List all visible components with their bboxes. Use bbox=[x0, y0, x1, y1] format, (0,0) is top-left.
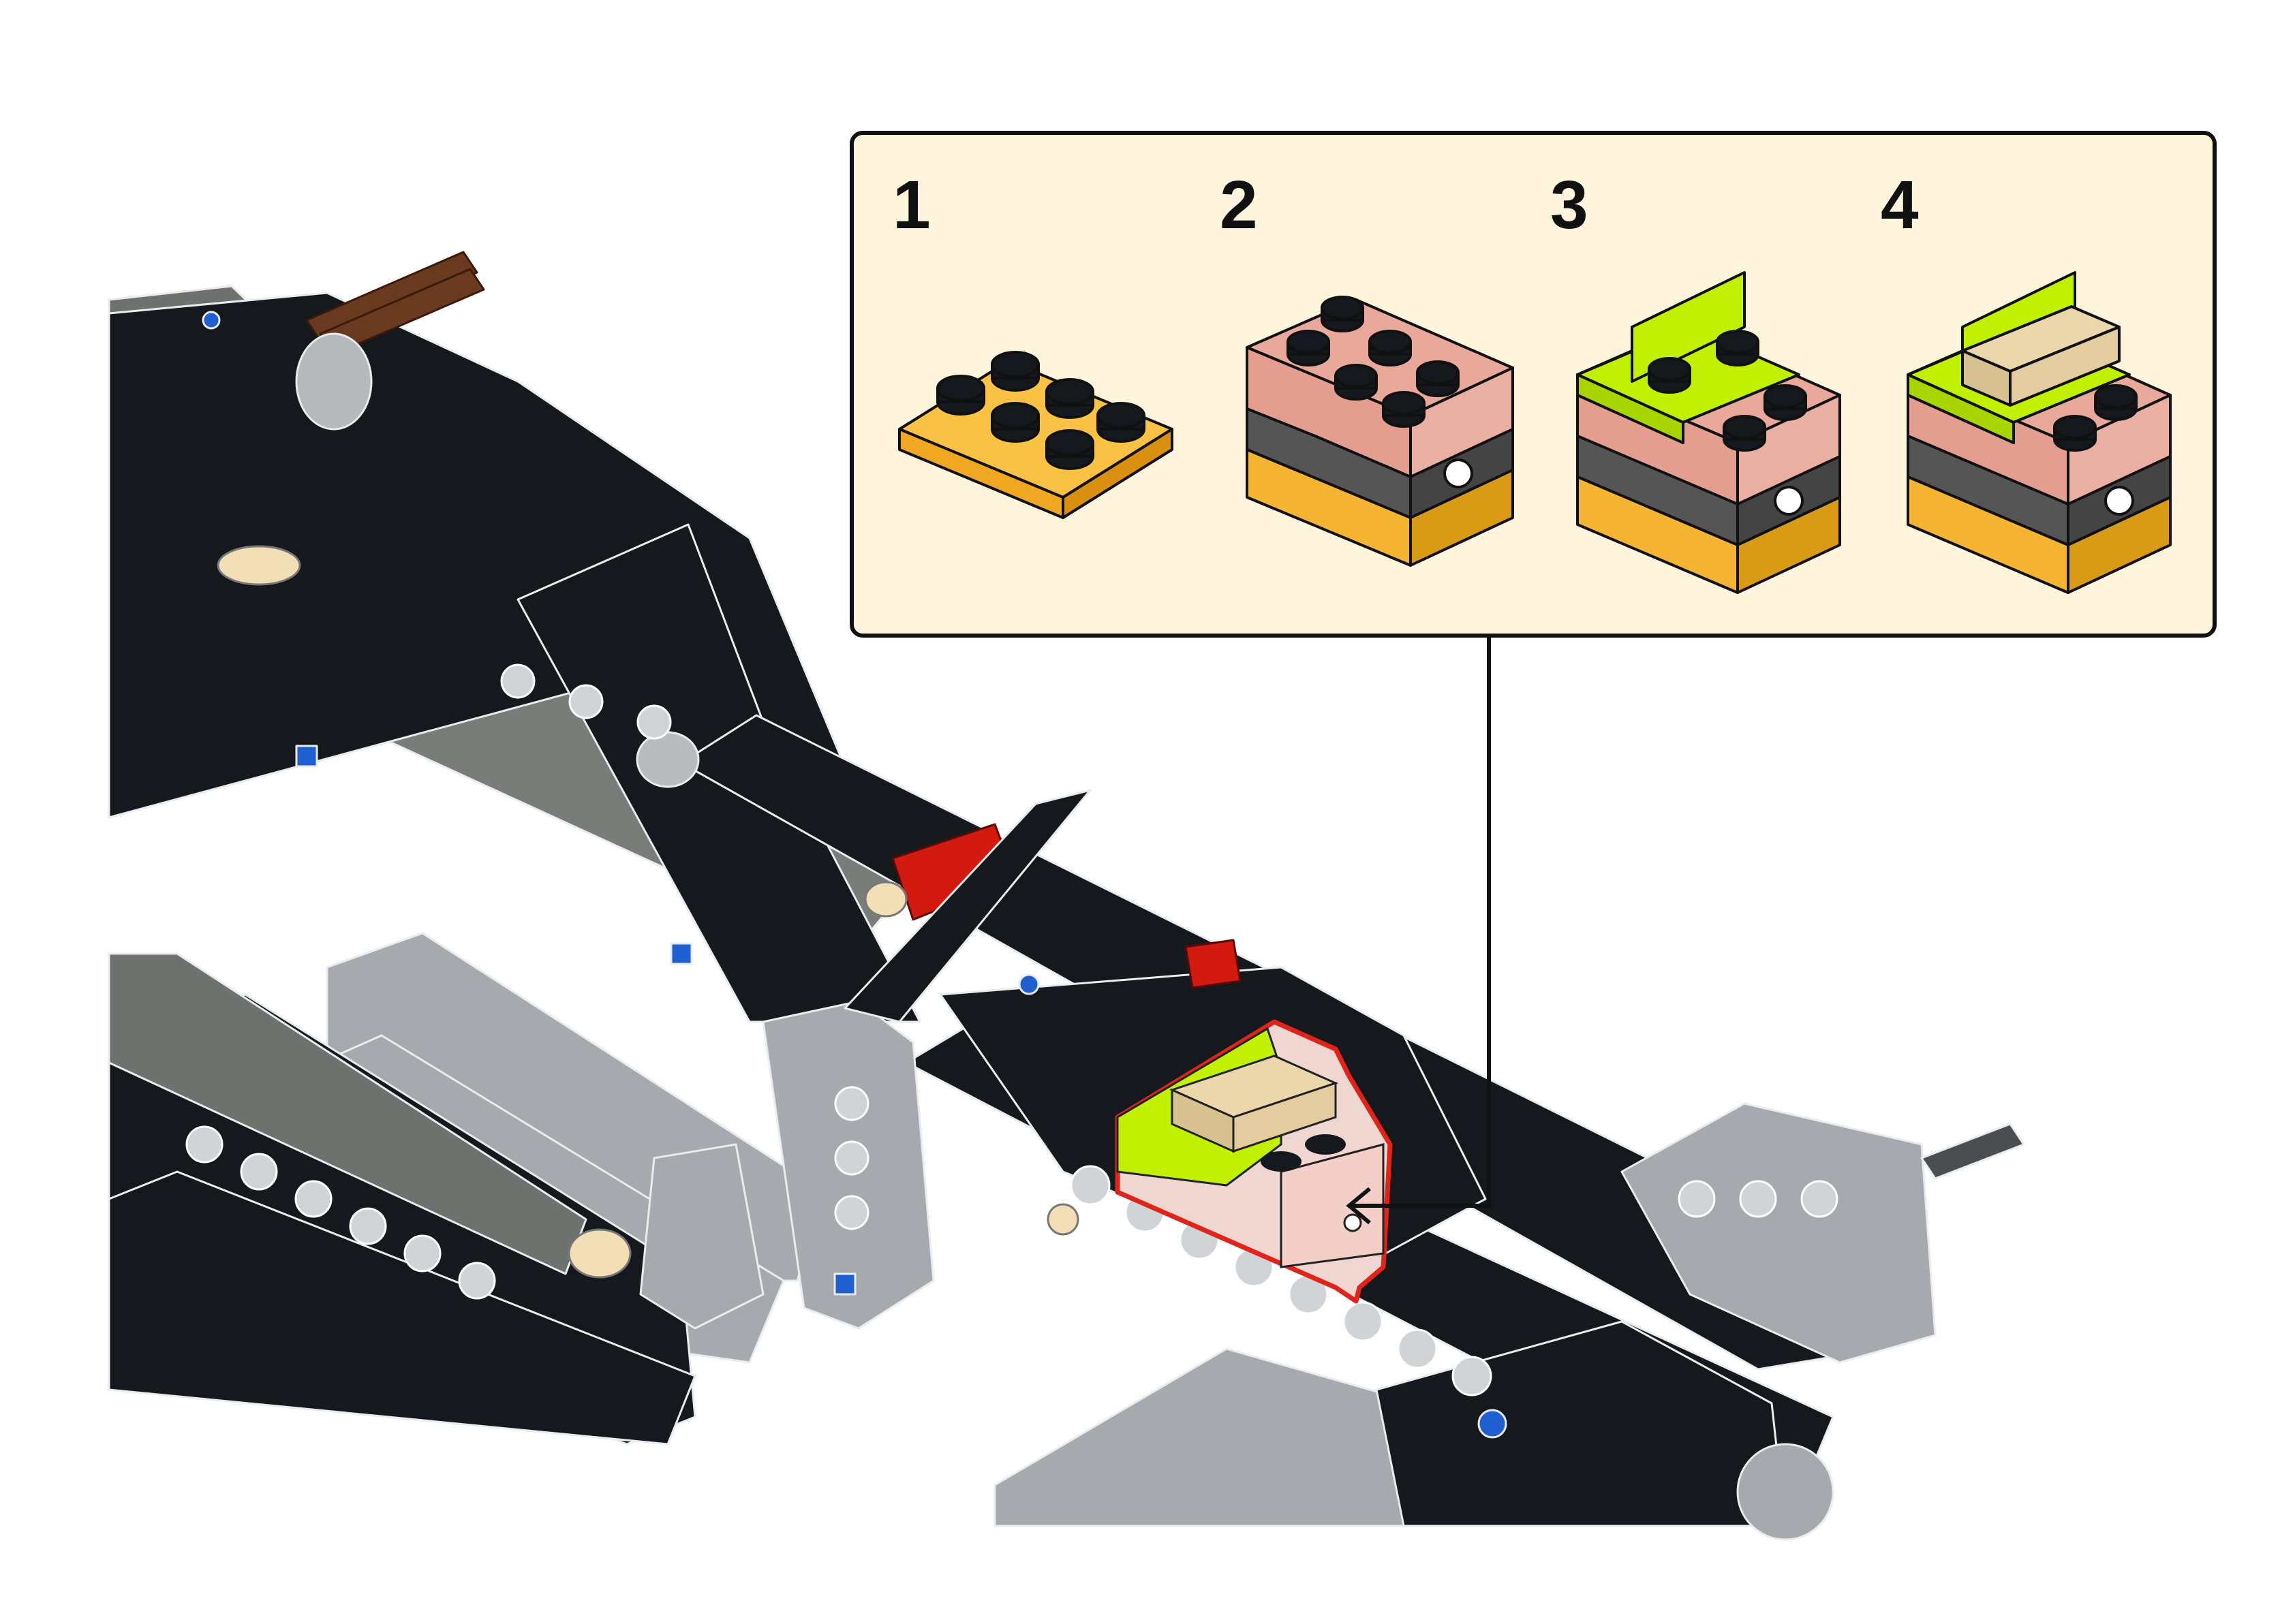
tan-pin-2 bbox=[568, 1228, 632, 1279]
step-number-1: 1 bbox=[893, 167, 931, 243]
highlighted-subassembly bbox=[1115, 1019, 1393, 1304]
step-number-3: 3 bbox=[1550, 167, 1588, 243]
black-bent-liftarm bbox=[844, 789, 1092, 1023]
lower-black-beam-left-2 bbox=[108, 1170, 696, 1446]
callout-pointer bbox=[1346, 637, 1491, 1225]
gray-connector bbox=[636, 731, 700, 788]
highlight-stud-1 bbox=[1261, 1151, 1301, 1172]
gray-pin-top bbox=[295, 332, 373, 431]
callout-pointer-line bbox=[1349, 637, 1491, 1208]
gear bbox=[1736, 1443, 1834, 1541]
callout-frame bbox=[850, 131, 2217, 638]
orange-2x3-plate-icon bbox=[898, 351, 1173, 519]
red-pin-small bbox=[1184, 939, 1242, 989]
tan-pin-4 bbox=[1047, 1203, 1079, 1236]
highlight-tan-tile-front bbox=[1232, 1081, 1337, 1153]
lime-slope-added-icon bbox=[1576, 271, 1841, 594]
highlight-hole bbox=[1343, 1213, 1362, 1232]
blue-pin-6 bbox=[202, 311, 221, 330]
highlight-pink-side bbox=[1280, 1143, 1385, 1268]
callout-arrow-head bbox=[1346, 1187, 1371, 1225]
bottom-black-block bbox=[1375, 1320, 1787, 1527]
blue-pin-5 bbox=[1477, 1409, 1507, 1439]
blue-pin-3 bbox=[833, 1272, 857, 1296]
step-number-2: 2 bbox=[1220, 167, 1258, 243]
dark-axle-right bbox=[1920, 1123, 2025, 1180]
highlight-stud-2 bbox=[1305, 1134, 1346, 1155]
blue-pin-4 bbox=[1018, 973, 1040, 995]
tan-tile-added-icon bbox=[1907, 271, 2172, 594]
gray-small-liftarm bbox=[639, 1143, 765, 1330]
step-number-4: 4 bbox=[1881, 167, 1919, 243]
blue-pin-1 bbox=[295, 745, 318, 768]
brown-axle bbox=[305, 251, 478, 342]
callout-box: 1 2 3 4 bbox=[850, 131, 2217, 638]
pink-brick-with-holes-icon bbox=[1246, 296, 1514, 567]
blue-pin-2 bbox=[670, 942, 693, 965]
tan-pin-1 bbox=[864, 881, 908, 918]
tan-pin-3 bbox=[217, 545, 301, 586]
right-gray-assembly bbox=[1620, 1102, 1937, 1364]
